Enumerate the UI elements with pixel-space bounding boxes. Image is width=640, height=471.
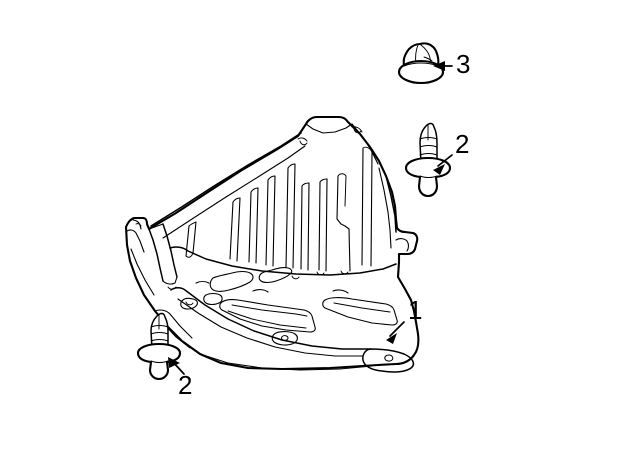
clip-flange-inner-line xyxy=(403,62,439,67)
panel-floor-crease-2 xyxy=(252,289,269,293)
panel-recess-rect-inner xyxy=(231,304,308,317)
panel-apex-notch-left xyxy=(297,137,308,142)
panel-outer-outline xyxy=(124,115,420,371)
screw-upper-thread-3 xyxy=(419,153,438,156)
panel-short-rib-1 xyxy=(300,182,310,271)
callout-2-upper-arrowhead xyxy=(433,164,445,175)
panel-recess-rect-inner-2 xyxy=(227,310,307,329)
screw-upper-flange-crease xyxy=(419,175,438,178)
screw-lower-thread-2 xyxy=(150,332,169,335)
panel-short-rib-2-cap xyxy=(319,178,328,183)
panel-cutout-dimple-1 xyxy=(316,271,325,276)
panel-apex-right-slope xyxy=(351,123,379,165)
panel-apex-dimple-right xyxy=(353,128,362,134)
panel-mount-hole-left xyxy=(185,301,194,306)
panel-upper-deck-inner-edge xyxy=(162,145,306,239)
panel-cutout-oblong-1 xyxy=(209,270,254,292)
callout-2-upper-label: 2 xyxy=(455,129,469,159)
panel-hook-rib-top xyxy=(337,173,347,207)
screw-upper-thread-1 xyxy=(419,137,438,140)
panel-mount-hole-right xyxy=(384,354,394,362)
panel-short-rib-2 xyxy=(318,178,328,272)
clip-flange-skirt xyxy=(397,59,445,85)
panel-deck-step-edge xyxy=(169,246,397,276)
panel-bottom-left-fold xyxy=(154,309,193,339)
callout-2-lower[interactable]: 2 xyxy=(168,357,192,400)
callout-2-lower-label: 2 xyxy=(178,370,192,400)
clip-dome-crease-3 xyxy=(423,56,433,62)
panel-cutout-oblong-2 xyxy=(258,267,293,284)
callout-2-lower-arrowhead xyxy=(168,357,180,368)
panel-recess-rect-outer xyxy=(219,299,316,333)
callout-1-arrowhead xyxy=(386,333,397,344)
panel-notch-left-small xyxy=(167,286,177,290)
screw-lower-thread-1 xyxy=(150,325,169,328)
panel-mount-boss-left xyxy=(180,297,198,310)
panel-rib-1-cap xyxy=(188,221,197,227)
callout-1[interactable]: 1 xyxy=(386,295,422,344)
panel-rib-4 xyxy=(265,175,276,267)
panel-rib-3-cap xyxy=(250,187,259,193)
panel-apex-dimple-left xyxy=(299,140,308,146)
panel-mount-hole-center xyxy=(281,335,289,341)
panel-apex-crease xyxy=(305,123,353,134)
panel-pocket-left xyxy=(203,292,223,306)
screw-lower-thread-3 xyxy=(150,339,169,342)
panel-rib-4-cap xyxy=(267,175,276,181)
panel-cutout-dimple-2 xyxy=(340,270,349,275)
panel-rib-2 xyxy=(229,197,241,262)
panel-mount-boss-center xyxy=(271,331,298,346)
panel-left-flange-bottom-join xyxy=(162,276,178,285)
panel-right-tab-step xyxy=(395,238,410,252)
panel-rib-2-cap xyxy=(232,197,241,203)
panel-hook-rib xyxy=(336,175,351,272)
part-1-engine-under-cover-panel[interactable] xyxy=(124,115,420,373)
part-2-screw-lower[interactable] xyxy=(136,312,182,381)
panel-left-flange-top xyxy=(148,223,164,230)
callout-2-upper[interactable]: 2 xyxy=(433,129,469,175)
callout-1-leader xyxy=(389,321,405,337)
panel-recess-right xyxy=(322,297,398,326)
callout-1-label: 1 xyxy=(408,295,422,325)
panel-left-edge-fold-2 xyxy=(130,248,155,296)
panel-front-lip-line xyxy=(199,353,373,371)
panel-rib-5-cap xyxy=(287,163,296,169)
panel-left-hook-notch xyxy=(135,223,142,227)
panel-right-wall xyxy=(385,175,397,233)
panel-upper-deck-top-edge xyxy=(150,132,302,227)
part-3-push-clip[interactable] xyxy=(397,42,445,85)
panel-mount-tab-right xyxy=(362,348,415,373)
screw-upper-shank xyxy=(419,122,438,164)
panel-left-edge-fold xyxy=(126,229,145,253)
panel-floor-crease-3 xyxy=(332,289,349,294)
screw-lower-flange-crease xyxy=(150,360,169,363)
panel-short-rib-1-cap xyxy=(301,182,310,187)
panel-floor-front-edge-b xyxy=(177,298,364,357)
screw-upper-thread-2 xyxy=(419,145,438,148)
panel-rib-1-base xyxy=(185,252,194,258)
panel-rib-5 xyxy=(285,163,296,269)
panel-rib-3 xyxy=(248,187,259,264)
panel-right-rib xyxy=(361,147,373,267)
panel-left-flange-back xyxy=(162,223,178,278)
screw-lower-flange-head xyxy=(136,342,182,381)
panel-right-wall-inner xyxy=(378,167,392,249)
panel-rib-1 xyxy=(185,221,197,257)
callout-3-label: 3 xyxy=(456,49,470,79)
panel-floor-crease-1 xyxy=(195,280,210,284)
callout-3-arrowhead xyxy=(433,61,445,71)
callout-3[interactable]: 3 xyxy=(433,49,470,79)
callout-2-upper-leader xyxy=(437,154,453,167)
panel-cutout-dimple-3 xyxy=(291,275,300,280)
panel-recess-right-inner xyxy=(333,302,391,313)
panel-left-flange-front xyxy=(148,228,164,282)
